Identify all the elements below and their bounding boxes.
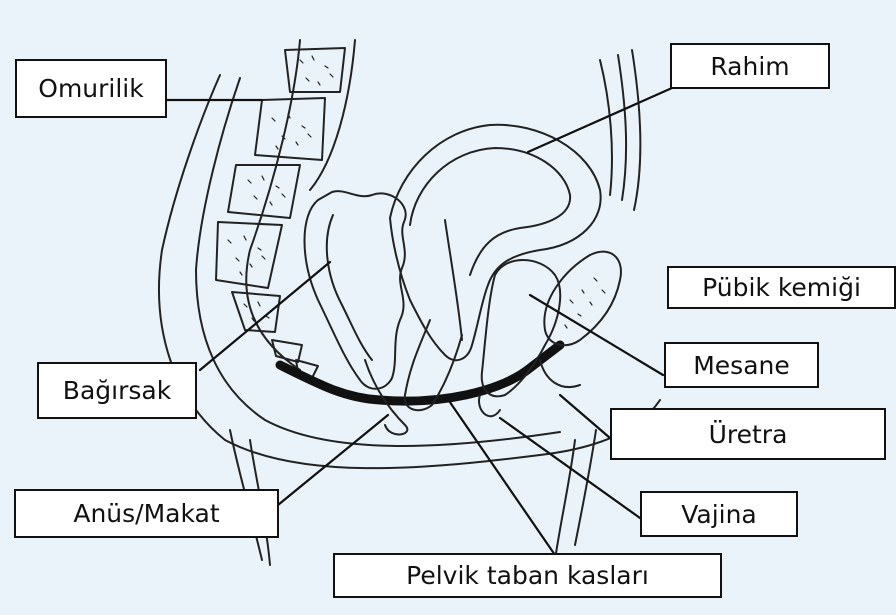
label-pelvik-taban-kaslari: Pelvik taban kasları	[333, 553, 722, 598]
label-pubik-kemigi: Pübik kemiği	[667, 266, 896, 309]
label-bagirsak: Bağırsak	[37, 362, 197, 419]
pelvic-floor-muscle	[280, 345, 560, 401]
leader-rahim	[528, 88, 672, 152]
label-anus-makat: Anüs/Makat	[14, 489, 279, 538]
spine	[216, 40, 355, 378]
leader-uretra	[560, 395, 610, 438]
label-vajina: Vajina	[640, 491, 798, 537]
label-omurilik: Omurilik	[15, 59, 167, 118]
label-mesane: Mesane	[664, 342, 819, 388]
leader-anus	[278, 415, 388, 505]
label-rahim: Rahim	[670, 43, 830, 89]
uterus	[390, 50, 640, 360]
leader-bagirsak	[200, 262, 330, 370]
label-uretra: Üretra	[610, 408, 886, 460]
